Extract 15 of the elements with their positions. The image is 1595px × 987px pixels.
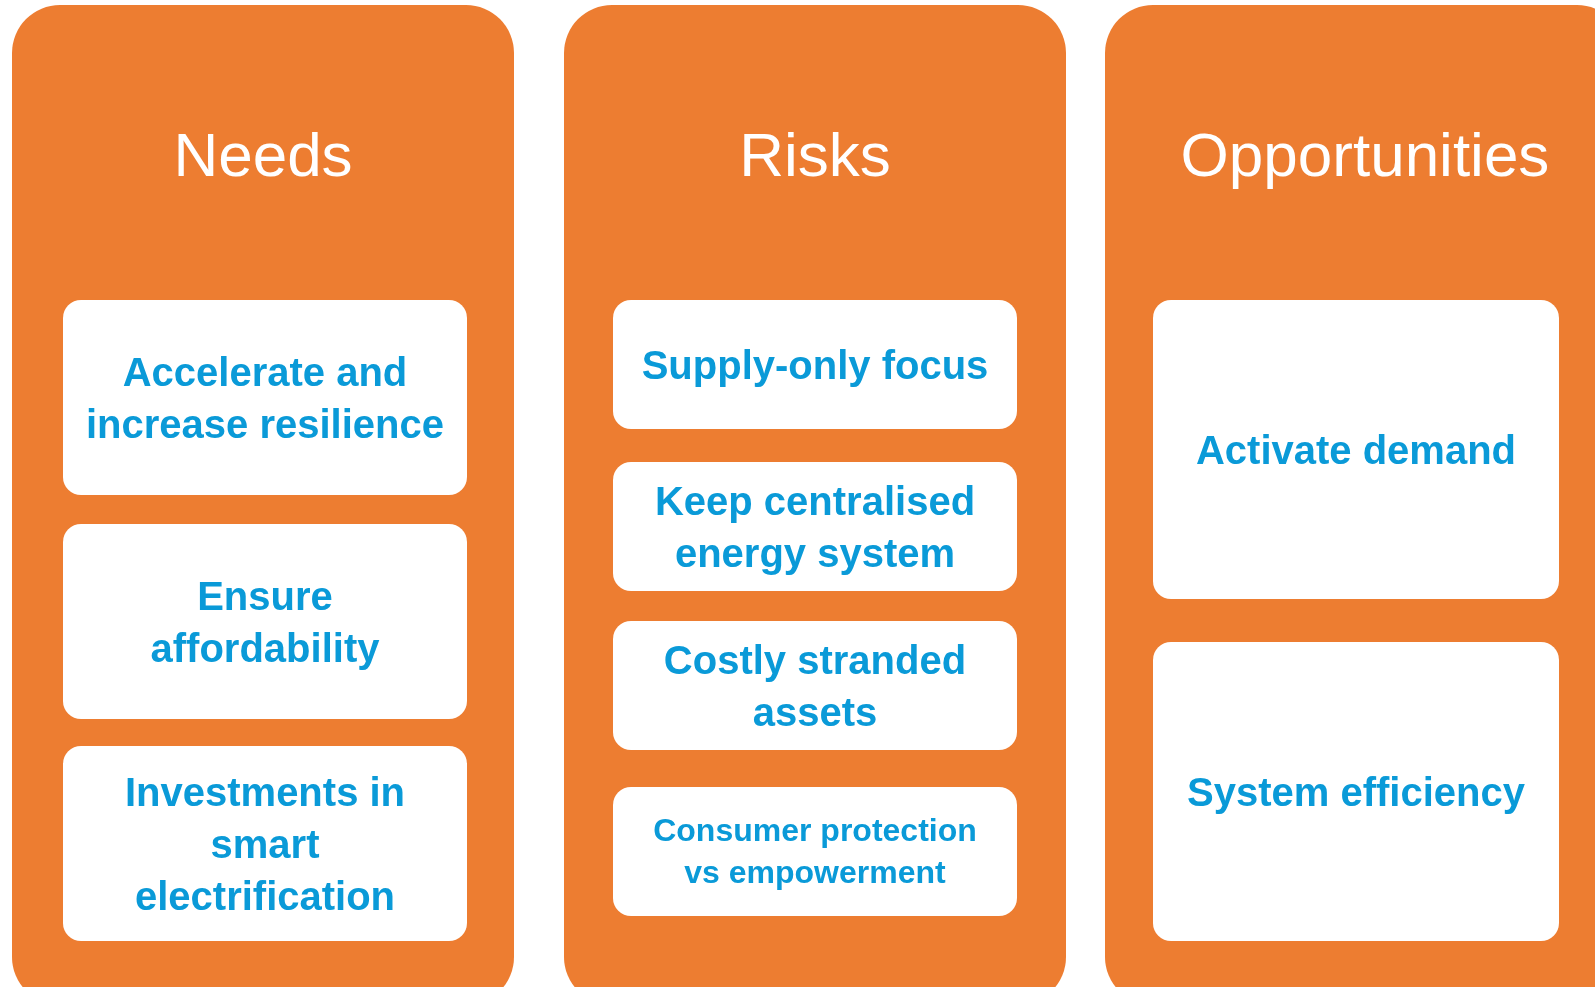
column-heading: Needs [172, 119, 354, 191]
topic-card: System efficiency [1153, 642, 1559, 941]
topic-card: Investments in smart electrification [63, 746, 467, 941]
column-panel [1105, 5, 1595, 987]
topic-card: Keep centralised energy system [613, 462, 1017, 591]
topic-card: Activate demand [1153, 300, 1559, 599]
column-panel [12, 5, 514, 987]
topic-card: Supply-only focus [613, 300, 1017, 429]
column-heading: Opportunities [1179, 119, 1551, 191]
topic-card: Accelerate and increase resilience [63, 300, 467, 495]
topic-card: Ensure affordability [63, 524, 467, 719]
topic-card: Costly stranded assets [613, 621, 1017, 750]
topic-card: Consumer protection vs empowerment [613, 787, 1017, 916]
column-panel [564, 5, 1066, 987]
column-heading: Risks [738, 119, 892, 191]
